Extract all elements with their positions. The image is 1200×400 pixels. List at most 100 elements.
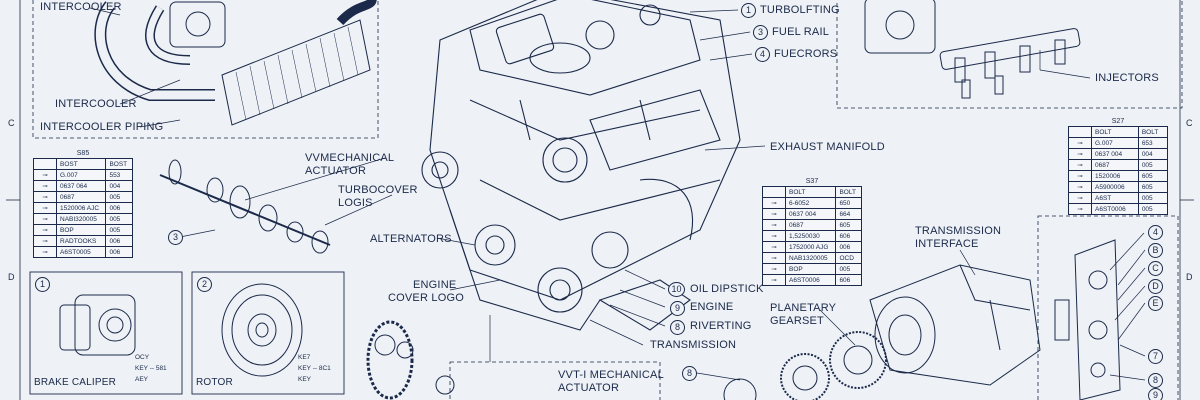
table-cell-qty: 006 [105, 235, 133, 247]
mini-legend-rotor-row: KEY [298, 376, 312, 383]
part-symbol-icon: ⊸ [33, 224, 57, 236]
table-cell-part: 0687 [784, 219, 837, 231]
callout-number-4: 4 [755, 47, 770, 62]
part-panels [29, 271, 345, 395]
callout-b-right: B [1148, 243, 1163, 258]
mini-legend-rotor-row: KE7 [298, 354, 311, 361]
planetary-gearset-drawing [723, 331, 887, 400]
label-rotor: ROTOR [196, 377, 233, 388]
label-vv-mechanical: VVMECHANICAL [305, 152, 395, 164]
label-transmission-interface-1: TRANSMISSION [915, 225, 1002, 237]
mini-legend-caliper-row: KEY -- 581 [135, 365, 167, 372]
table-cell-qty: 650 [835, 197, 862, 209]
table-cell-part: A6ST0005 [55, 246, 107, 258]
callout-4-right: 4 [1148, 225, 1163, 240]
part-symbol-icon: ⊸ [33, 191, 57, 203]
table-cell-qty: 005 [1137, 203, 1169, 215]
mini-legend-caliper-row: AEY [135, 376, 149, 383]
part-symbol-icon: ⊸ [762, 230, 786, 242]
mini-legend-caliper-row: OCY [135, 354, 150, 361]
table-cell-qty: BOST [105, 158, 133, 170]
table-cell-part: 0637 064 [55, 180, 107, 192]
table-cell-part: NAB1320005 [784, 252, 837, 264]
engine-drawing [421, 0, 741, 331]
parts-table-caption: S85 [76, 150, 90, 157]
transmission-drawing [869, 264, 1041, 386]
part-symbol-icon: ⊸ [33, 246, 57, 258]
label-riverting: RIVERTING [690, 320, 752, 332]
part-symbol-icon: ⊸ [762, 219, 786, 231]
dashed-group-boxes [32, 0, 1183, 400]
table-cell-part: BOLT [784, 186, 837, 198]
table-cell-part: G.007 [55, 169, 107, 181]
brake-caliper-drawing [59, 294, 136, 356]
callout-number-10: 10 [668, 282, 685, 297]
timing-chain-drawing [366, 320, 455, 400]
intercooler-drawing [94, 0, 377, 126]
callout-7-right: 7 [1148, 349, 1163, 364]
callout-e-right: E [1148, 296, 1163, 311]
table-cell-part: A5900006 [1091, 181, 1139, 193]
callout-8-right: 8 [1148, 373, 1163, 388]
panel-number-2: 2 [197, 277, 212, 292]
table-cell-qty: 606 [835, 230, 862, 242]
rotor-drawing [221, 283, 303, 377]
label-fuecrors: FUECRORS [774, 48, 838, 60]
table-cell-part: 1520006 AJC [55, 202, 107, 214]
part-symbol-icon: ⊸ [1068, 203, 1092, 215]
part-symbol-icon: ⊸ [33, 169, 57, 181]
part-symbol-icon: ⊸ [1068, 181, 1092, 193]
table-cell-qty: 006 [835, 241, 862, 253]
table-cell-qty: 664 [835, 208, 862, 220]
label-exhaust-manifold: EXHAUST MANIFOLD [770, 141, 885, 153]
callout-number-3-left: 3 [168, 230, 183, 245]
table-cell-part: NABI320005 [55, 213, 107, 225]
edge-marker-d-right: D [1186, 272, 1193, 282]
part-symbol-icon: ⊸ [762, 263, 786, 275]
callout-c-right: C [1148, 261, 1163, 276]
table-cell-part: 0687 [1091, 159, 1139, 171]
table-cell-qty: 605 [1137, 181, 1169, 193]
callout-number-8-lower: 8 [682, 366, 697, 381]
bracket-drawing [1054, 239, 1121, 400]
label-intercooler: INTERCOOLER [55, 98, 137, 110]
actuator-shaft-drawing [159, 159, 331, 254]
part-symbol-icon: ⊸ [1068, 148, 1092, 160]
table-cell-qty: 005 [105, 213, 133, 225]
table-cell-part: A6ST0006 [1091, 203, 1139, 215]
part-symbol-icon: ⊸ [762, 252, 786, 264]
leader-lines [89, 7, 1146, 381]
label-brake-caliper: BRAKE CALIPER [34, 377, 117, 388]
callout-number-1: 1 [741, 3, 756, 18]
label-engine: ENGINE [690, 301, 734, 313]
table-cell-qty: 006 [105, 246, 133, 258]
part-symbol-icon: ⊸ [33, 202, 57, 214]
part-symbol-icon: ⊸ [1068, 137, 1092, 149]
mini-legend-rotor-row: KEY -- 8C1 [298, 365, 331, 372]
callout-number-9: 9 [670, 301, 685, 316]
mini-legend-rotor: KE7 KEY -- 8C1 KEY [298, 352, 331, 385]
table-cell-part: 6-6052 [784, 197, 837, 209]
edge-marker-c-right: C [1186, 118, 1193, 128]
label-injectors: INJECTORS [1095, 72, 1159, 84]
label-turbocover-logis: LOGIS [338, 197, 373, 209]
